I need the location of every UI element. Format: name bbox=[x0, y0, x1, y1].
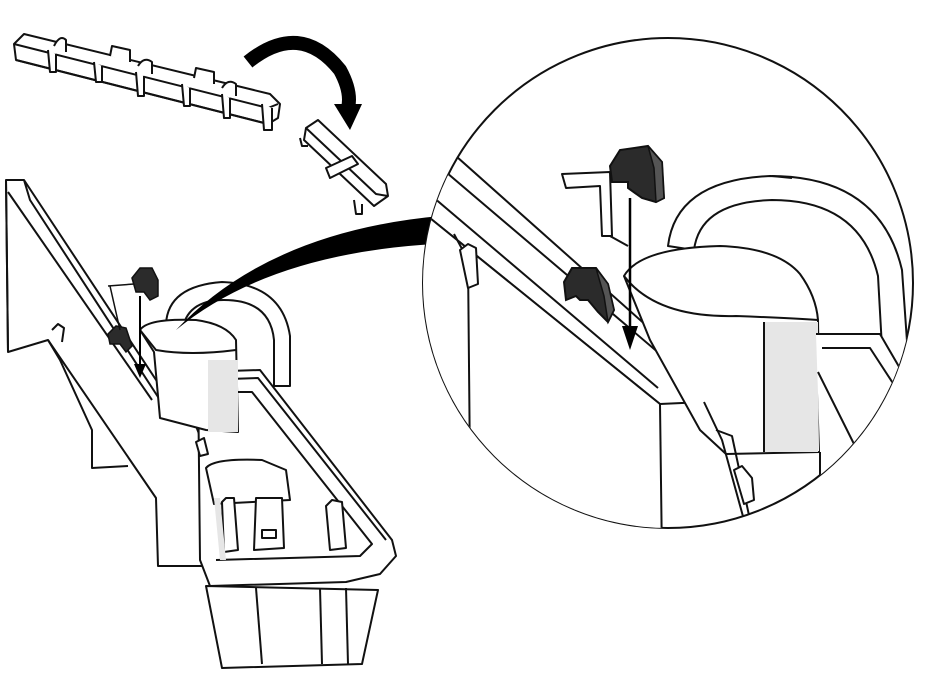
down-arrow-icon bbox=[134, 296, 146, 378]
callout-connector bbox=[176, 216, 440, 330]
clip-strip bbox=[13, 33, 281, 131]
inserted-clip-large bbox=[562, 144, 666, 325]
main-assembly bbox=[5, 179, 397, 669]
single-clip bbox=[299, 119, 389, 215]
curved-arrow-icon bbox=[243, 35, 362, 130]
zoom-callout bbox=[422, 37, 914, 529]
inserted-clip-small bbox=[107, 267, 159, 354]
down-arrow-icon bbox=[622, 198, 638, 350]
